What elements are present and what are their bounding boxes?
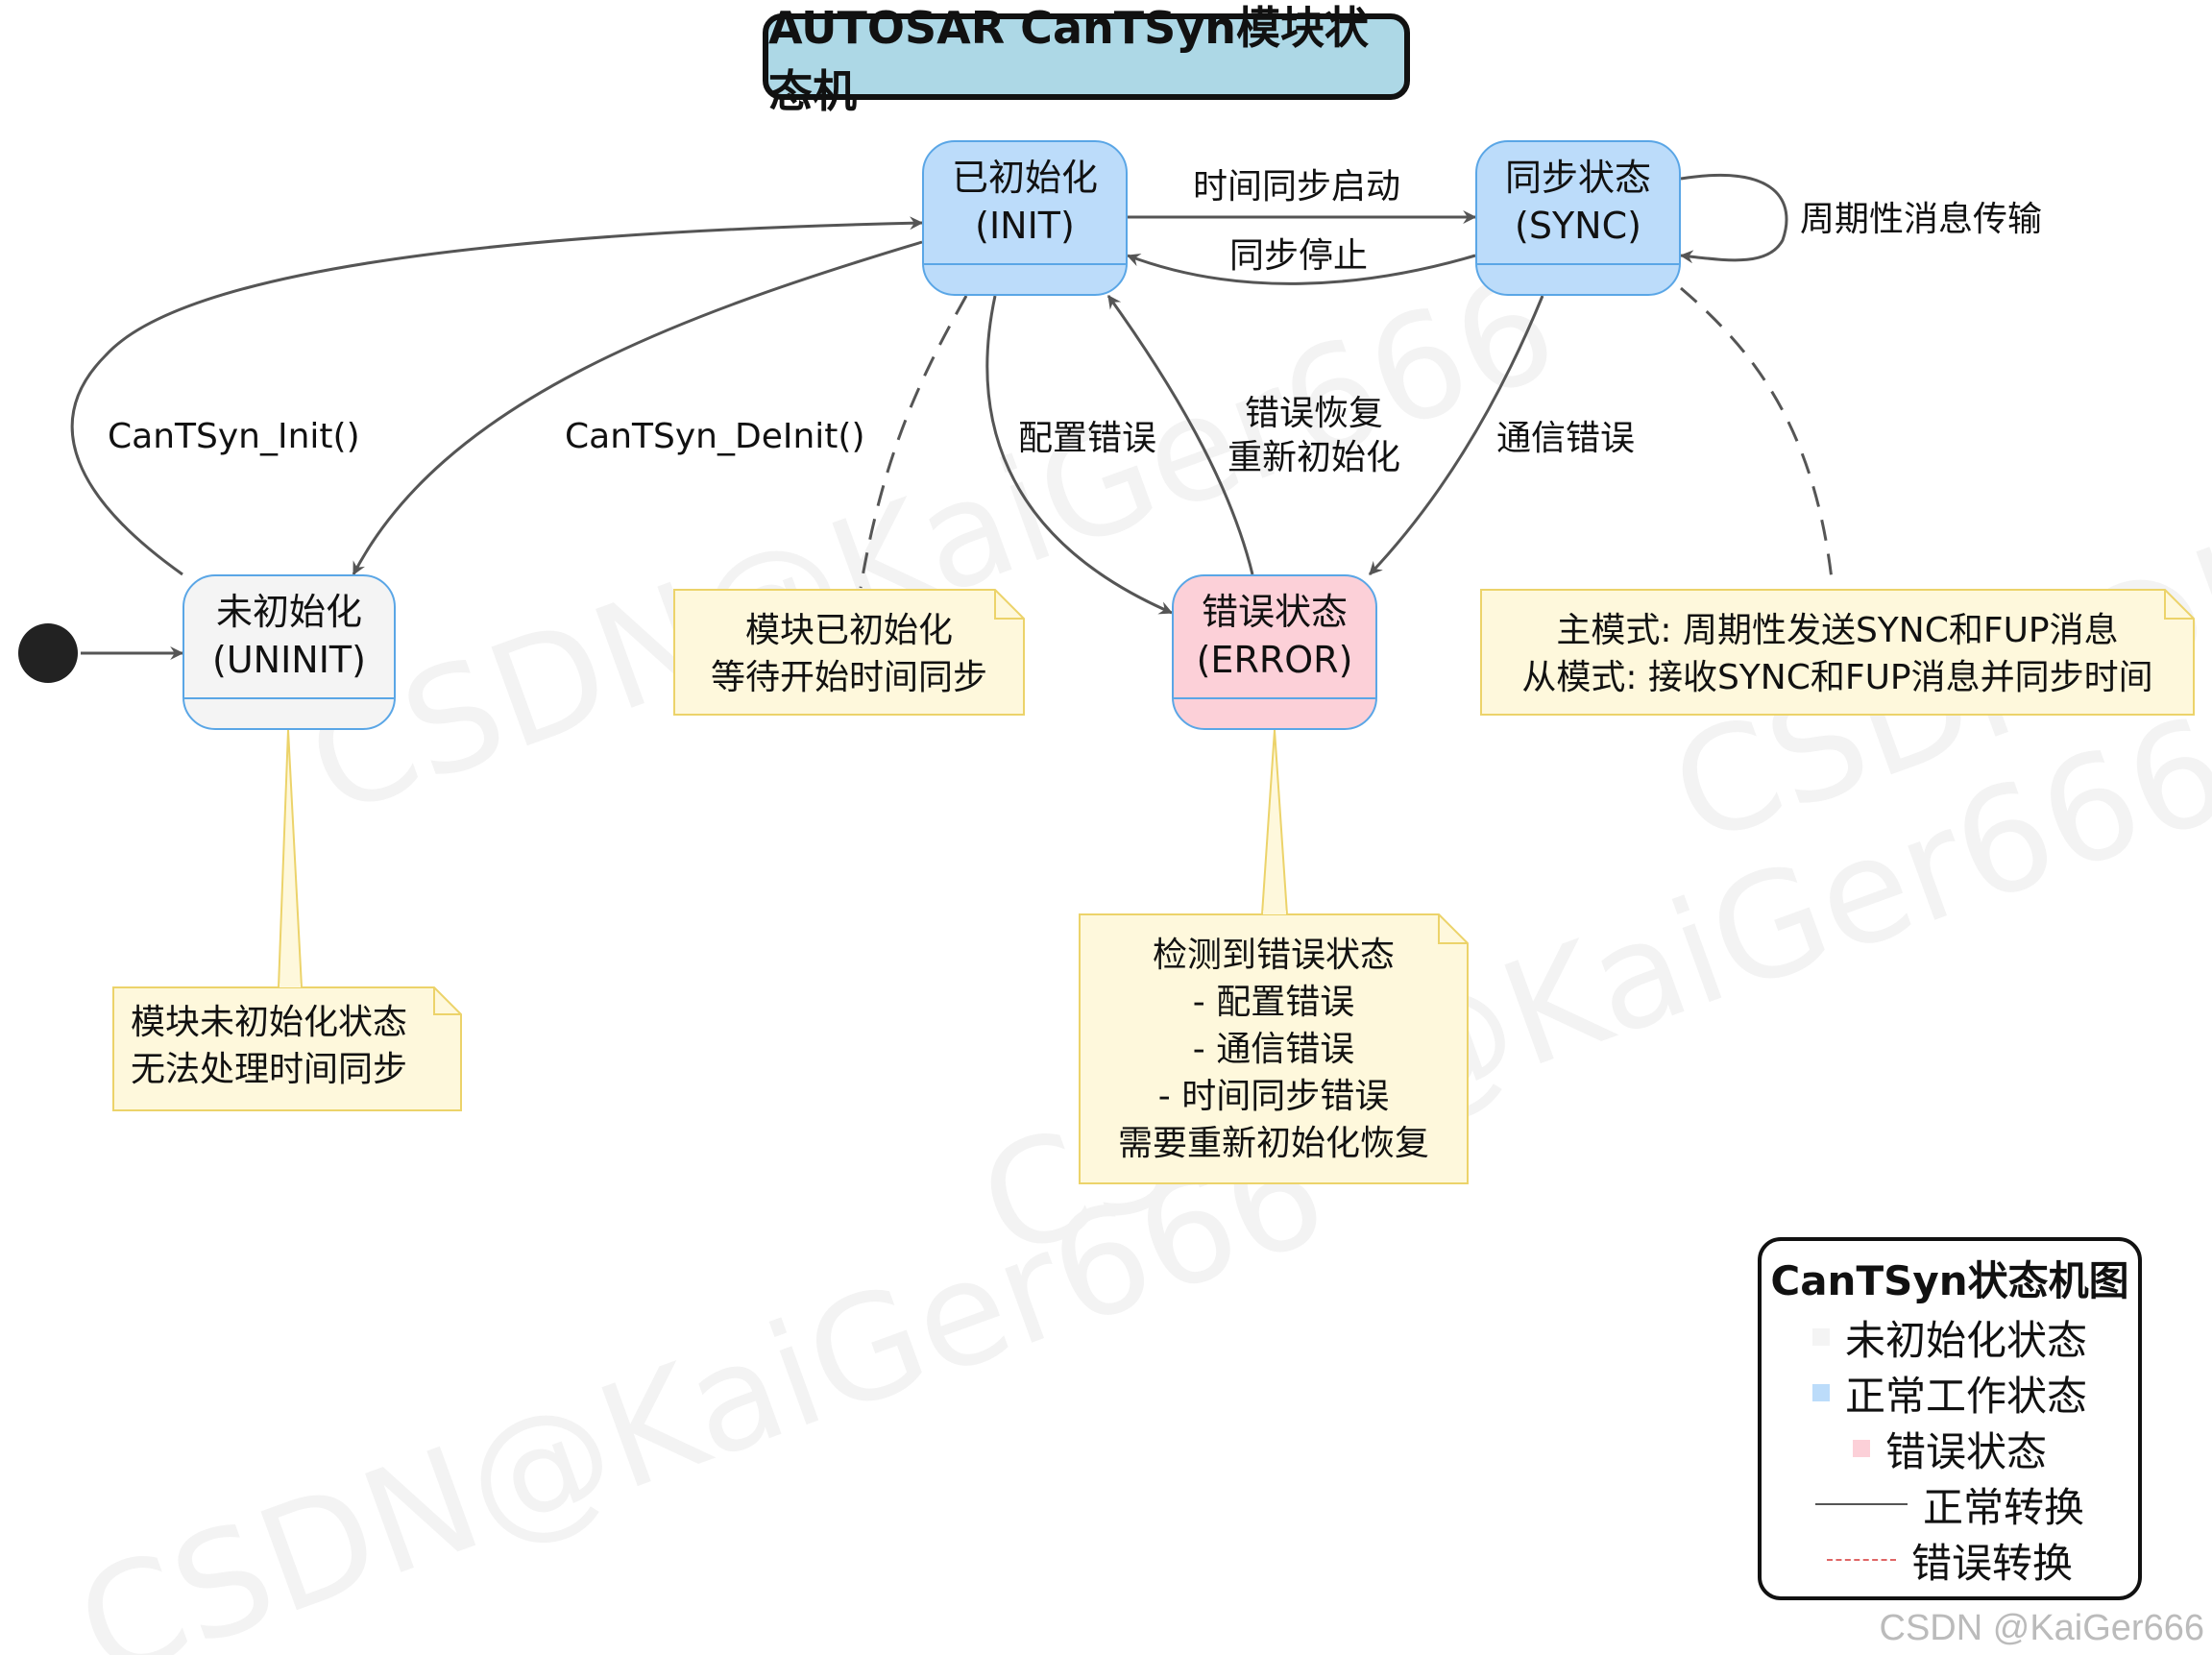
edge-comm-error — [1368, 295, 1544, 576]
label-recovery-line2: 重新初始化 — [1228, 438, 1401, 477]
note-init: 模块已初始化 等待开始时间同步 — [674, 607, 1024, 701]
legend-label: 未初始化状态 — [1844, 1316, 2087, 1364]
state-divider — [1174, 697, 1375, 699]
legend-item-uninit: 未初始化状态 — [1762, 1310, 2138, 1364]
note-error: 检测到错误状态 - 配置错误 - 通信错误 - 时间同步错误 需要重新初始化恢复 — [1080, 932, 1468, 1167]
note-connector-init — [859, 295, 968, 589]
legend-swatch — [1811, 1328, 1830, 1346]
legend-swatch — [1826, 1559, 1896, 1561]
edge-periodic-loop — [1679, 173, 1788, 264]
label-recovery: 错误恢复 重新初始化 — [1228, 392, 1400, 480]
legend-item-error-transition: 错误转换 — [1762, 1533, 2138, 1587]
edge-config-error — [985, 295, 1174, 615]
edge-init-call — [70, 216, 924, 576]
legend-item-error: 错误状态 — [1762, 1422, 2138, 1475]
label-config-error: 配置错误 — [1018, 419, 1157, 458]
note-line: - 配置错误 — [1192, 983, 1355, 1022]
state-error-code: (ERROR) — [1196, 639, 1353, 681]
note-shape-uninit — [112, 729, 462, 1111]
credit-text: CSDN @KaiGer666 — [1879, 1608, 2204, 1648]
state-uninit: 未初始化 (UNINIT) — [182, 574, 396, 730]
note-line: 从模式: 接收SYNC和FUP消息并同步时间 — [1521, 658, 2153, 697]
note-sync: 主模式: 周期性发送SYNC和FUP消息 从模式: 接收SYNC和FUP消息并同… — [1481, 607, 2194, 701]
label-recovery-line1: 错误恢复 — [1245, 394, 1384, 433]
state-error: 错误状态 (ERROR) — [1172, 574, 1377, 730]
state-divider — [924, 263, 1126, 265]
legend-swatch — [1811, 1384, 1830, 1401]
legend-swatch — [1852, 1440, 1870, 1457]
state-uninit-name: 未初始化 — [215, 591, 362, 633]
note-line: 需要重新初始化恢复 — [1117, 1124, 1429, 1163]
state-divider — [184, 697, 394, 699]
label-sync-start: 时间同步启动 — [1193, 167, 1401, 207]
state-sync-name: 同步状态 — [1504, 157, 1651, 199]
note-shape-init — [673, 589, 1025, 716]
initial-state-dot — [18, 623, 78, 683]
legend-label: 错误转换 — [1910, 1539, 2073, 1587]
note-line: - 时间同步错误 — [1157, 1077, 1390, 1116]
note-shape-sync — [1480, 589, 2195, 716]
diagram-title: AUTOSAR CanTSyn模块状态机 — [763, 2, 1410, 117]
state-divider — [1477, 263, 1679, 265]
edge-recovery — [1106, 295, 1254, 575]
legend-label: 正常转换 — [1922, 1483, 2084, 1531]
legend: CanTSyn状态机图 未初始化状态 正常工作状态 错误状态 正常转换 错误转换 — [1758, 1237, 2142, 1600]
legend-label: 错误状态 — [1884, 1427, 2047, 1475]
label-deinit-call: CanTSyn_DeInit() — [565, 417, 865, 456]
state-init-code: (INIT) — [975, 205, 1075, 247]
label-periodic: 周期性消息传输 — [1800, 200, 2043, 239]
state-error-name: 错误状态 — [1201, 591, 1348, 633]
note-line: 无法处理时间同步 — [131, 1050, 408, 1089]
note-line: 模块未初始化状态 — [131, 1003, 408, 1042]
edge-sync-stop — [1126, 253, 1476, 285]
legend-swatch — [1814, 1503, 1908, 1505]
state-uninit-code: (UNINIT) — [212, 639, 366, 681]
note-uninit: 模块未初始化状态 无法处理时间同步 — [113, 999, 461, 1093]
state-init: 已初始化 (INIT) — [922, 140, 1128, 296]
legend-label: 正常工作状态 — [1844, 1372, 2087, 1420]
label-sync-stop: 同步停止 — [1229, 236, 1369, 276]
note-line: 主模式: 周期性发送SYNC和FUP消息 — [1556, 611, 2119, 650]
note-line: 模块已初始化 — [744, 611, 953, 650]
label-init-call: CanTSyn_Init() — [108, 417, 360, 456]
state-init-name: 已初始化 — [951, 157, 1098, 199]
edge-deinit-call — [352, 240, 923, 576]
note-line: 检测到错误状态 — [1152, 936, 1395, 975]
note-line: 等待开始时间同步 — [710, 658, 987, 697]
note-shape-error — [1079, 729, 1469, 1184]
legend-item-normal-transition: 正常转换 — [1762, 1477, 2138, 1531]
note-line: - 通信错误 — [1192, 1030, 1355, 1069]
legend-title: CanTSyn状态机图 — [1770, 1257, 2129, 1304]
state-sync-code: (SYNC) — [1515, 205, 1641, 247]
note-connector-sync — [1680, 286, 1835, 589]
label-comm-error: 通信错误 — [1496, 419, 1636, 458]
state-sync: 同步状态 (SYNC) — [1475, 140, 1681, 296]
legend-item-normal: 正常工作状态 — [1762, 1366, 2138, 1420]
